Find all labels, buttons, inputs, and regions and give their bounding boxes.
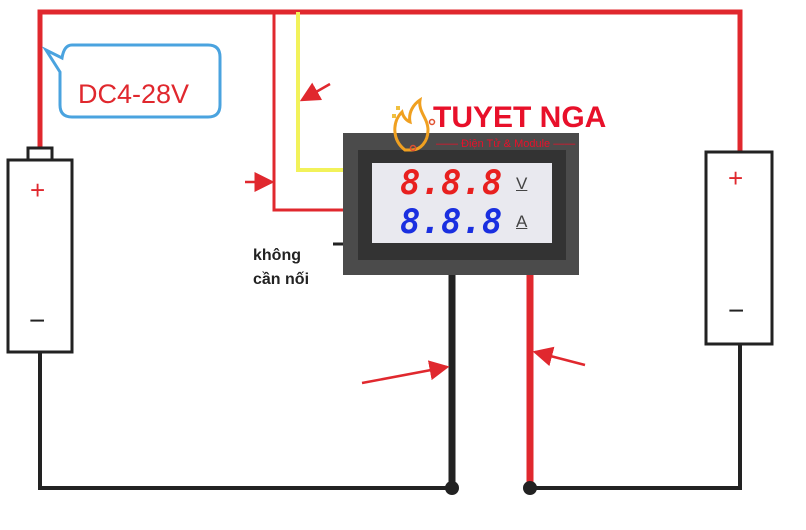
red-wire-meter-input bbox=[272, 12, 345, 212]
battery-left-cap bbox=[26, 146, 54, 162]
battery-left-minus: − bbox=[29, 305, 46, 336]
red-wire-top bbox=[37, 9, 743, 152]
callout-bubble bbox=[41, 43, 222, 119]
voltage-unit: V bbox=[516, 174, 528, 193]
battery-left-plus: + bbox=[30, 175, 46, 205]
battery-right-minus: − bbox=[728, 295, 745, 326]
voltage-readout: 8.8.8 bbox=[400, 163, 503, 203]
logo-flame-icon bbox=[392, 96, 436, 152]
junction-dot bbox=[445, 481, 459, 495]
current-unit: A bbox=[516, 212, 528, 231]
junction-dot bbox=[523, 481, 537, 495]
arrow-yellow bbox=[299, 82, 331, 102]
meter-display bbox=[372, 163, 552, 243]
logo-tagline-text: Điện Tử & Module bbox=[461, 138, 551, 150]
black-wire-right bbox=[530, 344, 742, 490]
yellow-wire bbox=[296, 12, 345, 172]
note-line-2: cần nối bbox=[253, 271, 310, 288]
note-line-1: không bbox=[253, 247, 301, 264]
black-wire-bottom bbox=[38, 352, 452, 490]
battery-right-plus: + bbox=[728, 163, 744, 193]
arrow-red bbox=[532, 346, 586, 367]
voltage-range-label: DC4-28V bbox=[78, 79, 190, 109]
logo-tagline: —— Điện Tử & Module —— bbox=[436, 138, 576, 150]
battery-right bbox=[704, 150, 774, 346]
arrow-black bbox=[361, 360, 450, 385]
logo-brand: TUYET NGA bbox=[433, 101, 607, 134]
current-readout: 8.8.8 bbox=[400, 202, 503, 242]
not-connected-note: không cần nối bbox=[253, 244, 309, 292]
battery-left bbox=[6, 158, 74, 354]
